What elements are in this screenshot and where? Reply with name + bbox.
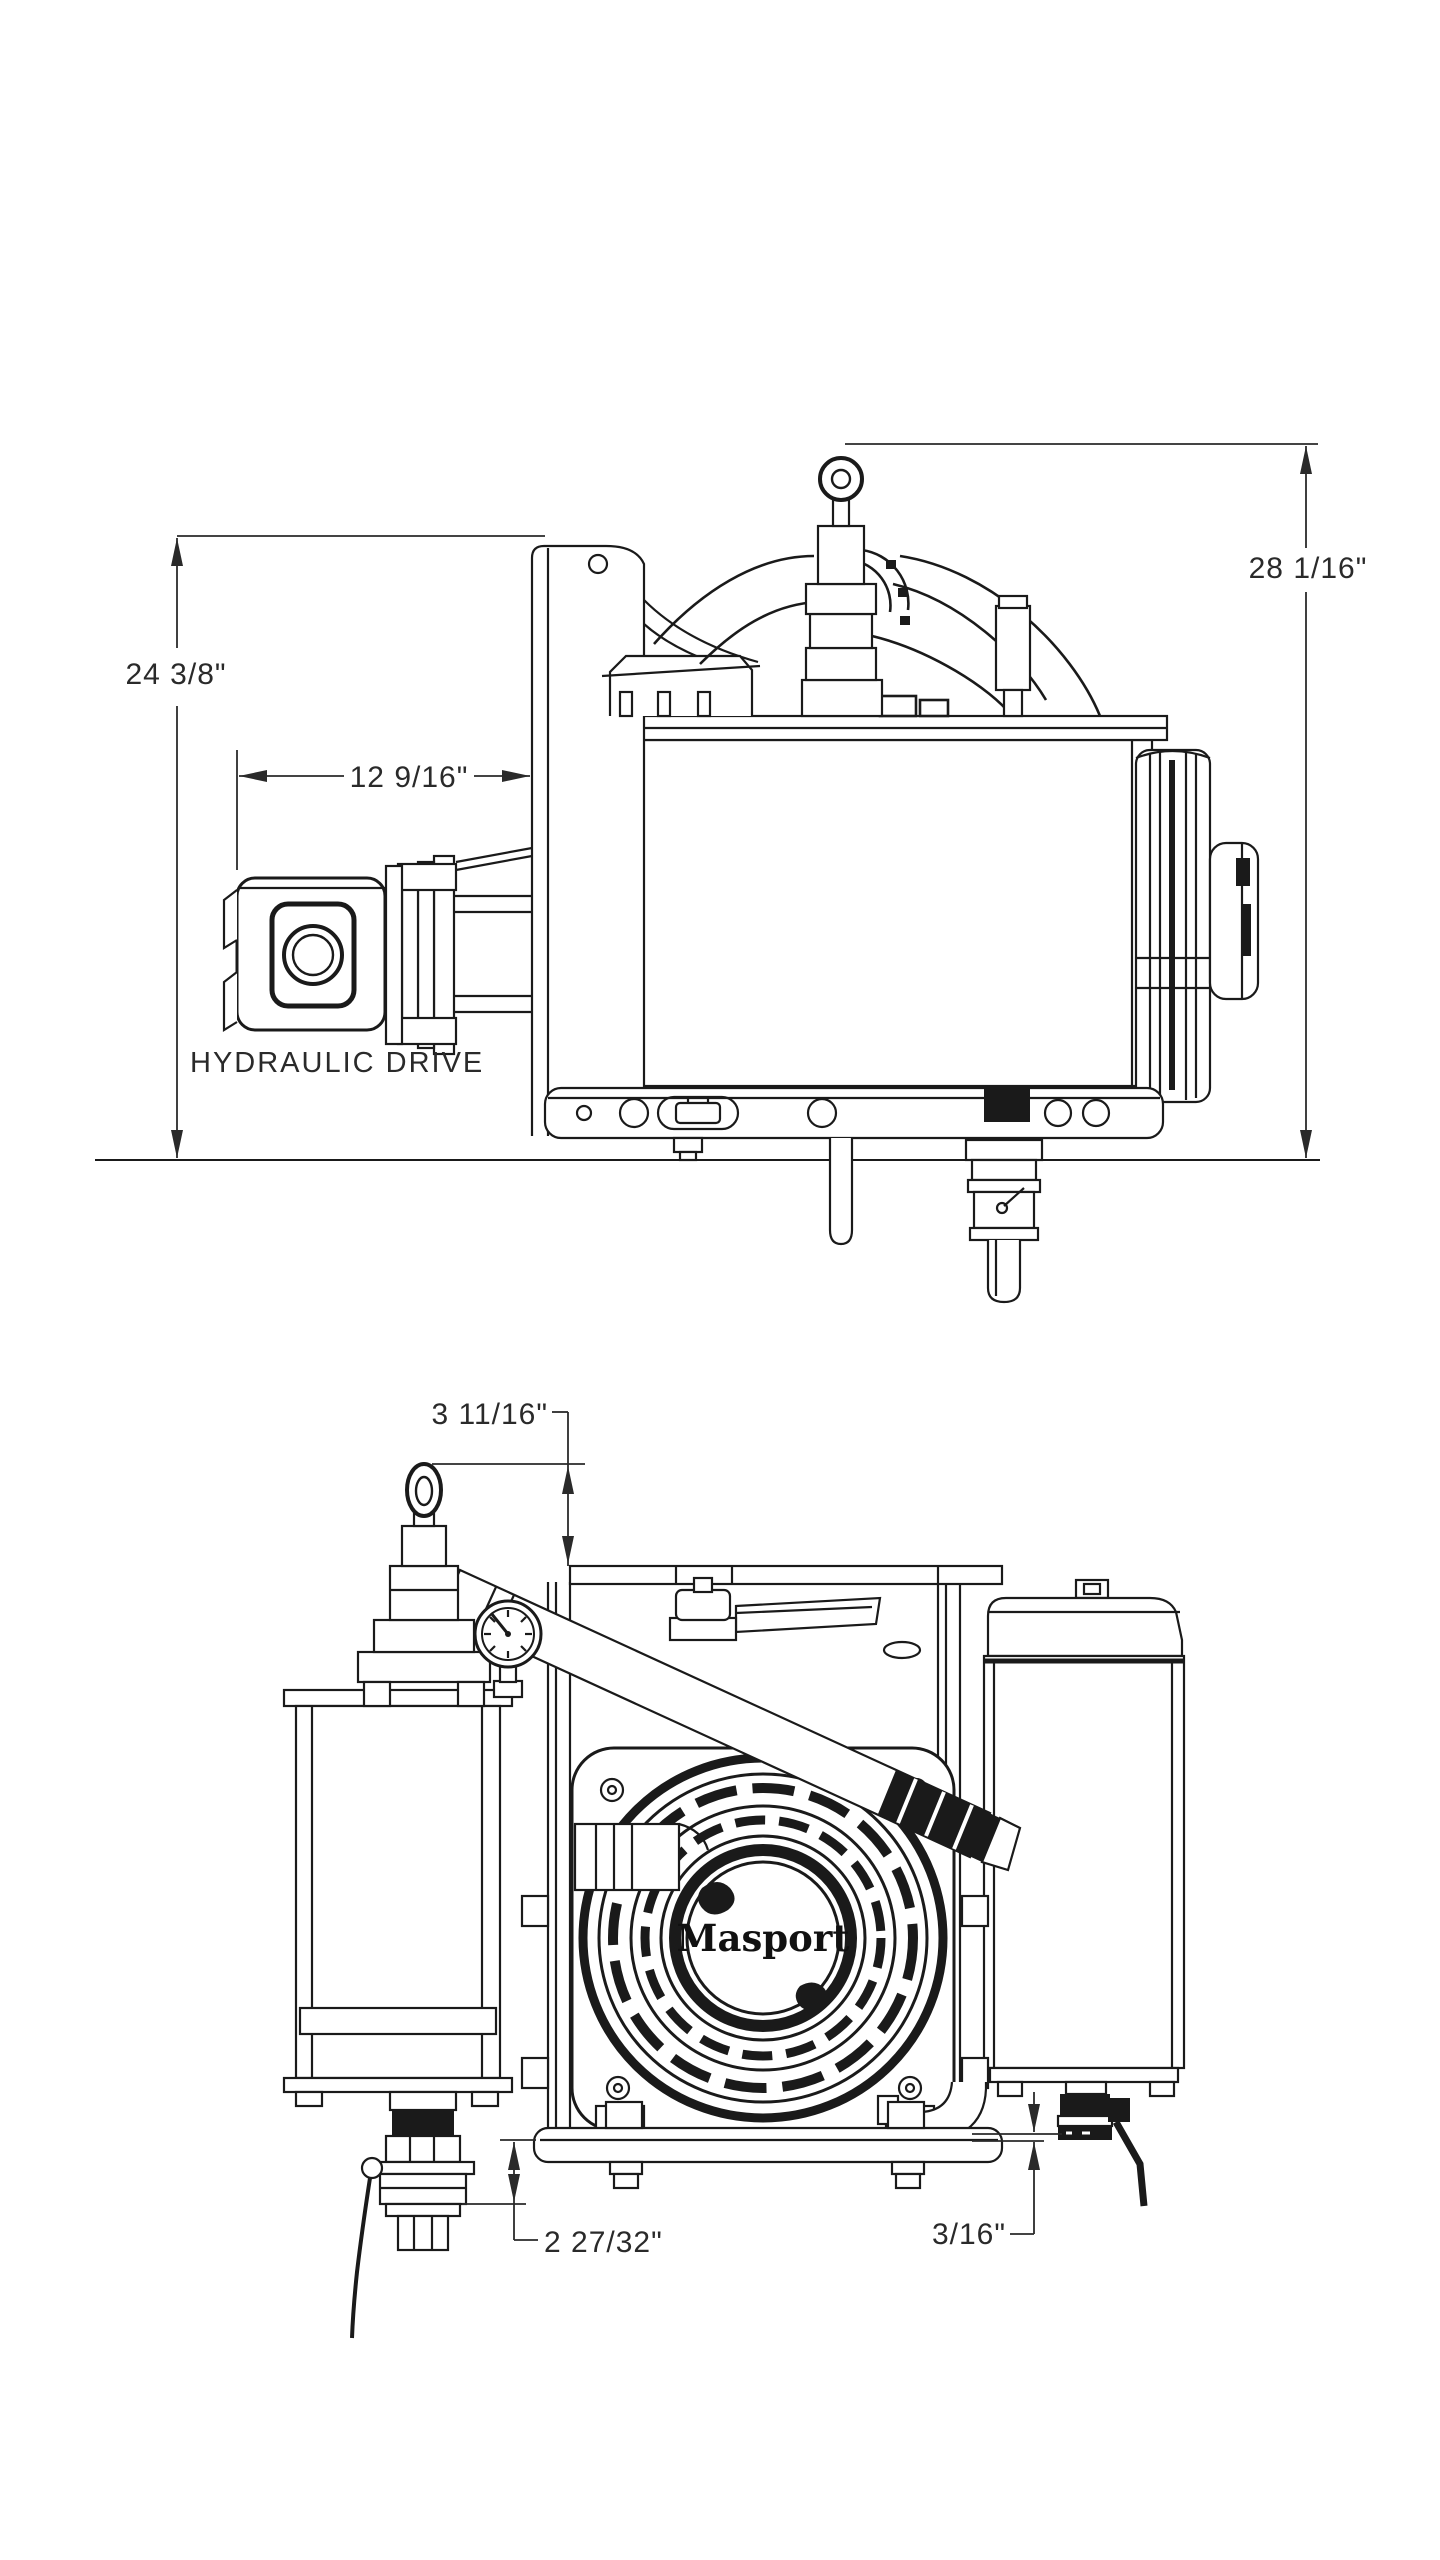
locating-pin [828,1138,854,1246]
pump-frame [520,1564,1004,2130]
pump-cylinder-side [1134,748,1260,1104]
dim-lift-eye-text: 3 11/16" [431,1398,548,1431]
base-rail-side [543,1086,1165,1162]
dimension-valve-drop [462,2139,538,2241]
dimension-overall-height [845,443,1318,1158]
dimension-frame-height [171,535,545,1158]
breather-fitting [994,594,1032,718]
dimension-base-clearance [972,2092,1062,2235]
dim-base-clearance-text: 3/16" [932,2218,1006,2251]
side-view [95,443,1320,1304]
right-tank-valve [1056,2080,1148,2207]
deck-bracket [601,654,761,718]
left-ball-valve [350,2090,476,2339]
dim-frame-height-text: 24 3/8" [125,658,226,691]
front-view [282,1411,1186,2339]
lifting-eye-front [356,1462,492,1708]
dimension-motor-length [236,750,530,870]
masport-logo: Masport [677,1916,850,1960]
dim-valve-drop-text: 2 27/32" [544,2226,663,2259]
inlet-pipe [573,1822,710,1892]
dimension-lift-eye [432,1411,585,1566]
hydraulic-motor [222,846,533,1056]
pressure-gauge [473,1599,543,1699]
top-cap-and-bracket [668,1576,922,1660]
dim-overall-height-text: 28 1/16" [1249,552,1368,585]
hydraulic-drive-label: HYDRAULIC DRIVE [190,1047,484,1079]
shutoff-cylinder [282,1688,514,2108]
drain-valve-side [964,1138,1044,1304]
lifting-eye-side [800,456,884,718]
tank-body-side [543,714,1169,1088]
frame-base [532,2100,1004,2190]
hose-assembly [653,548,1102,718]
dim-motor-length-text: 12 9/16" [350,761,469,794]
